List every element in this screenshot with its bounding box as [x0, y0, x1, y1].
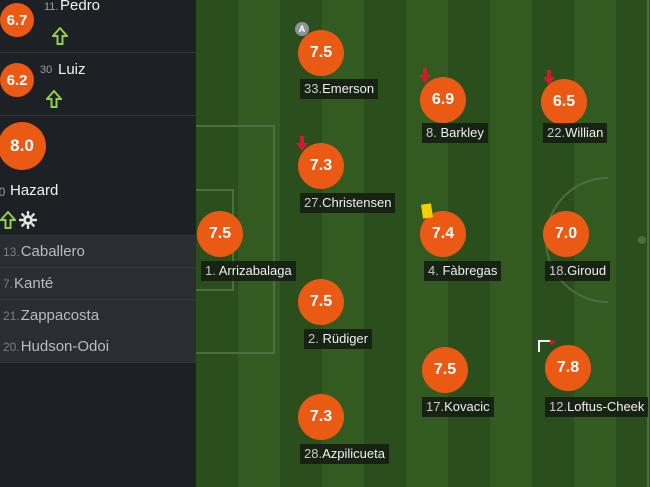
player-rating: 7.0	[543, 211, 589, 257]
captain-badge: A	[295, 22, 309, 36]
bench-player-hudson-odoi[interactable]: 20. Hudson-Odoi	[0, 331, 196, 363]
sub-player-luiz[interactable]: 6.2 30 Luiz	[0, 53, 196, 116]
player-label: 2. Rüdiger	[304, 329, 372, 349]
corner-flag-icon	[538, 339, 556, 352]
sub-out-arrow-icon	[543, 70, 555, 85]
player-name: Emerson	[322, 81, 375, 96]
player-rating: 7.5	[197, 211, 243, 257]
player-label: 12.Loftus-Cheek	[545, 397, 649, 417]
player-rating: 7.5	[422, 347, 468, 393]
player-name: Rüdiger	[322, 331, 368, 346]
player-number: 2.	[308, 331, 323, 346]
player-number: 22.	[547, 125, 566, 140]
player-rating: 6.7	[0, 3, 34, 37]
player-name: Loftus-Cheek	[567, 399, 645, 414]
player-label: 8. Barkley	[422, 123, 488, 143]
player-rating: 8.0	[0, 122, 46, 170]
player-name: Kanté	[14, 275, 54, 292]
player-number: 7.	[3, 276, 14, 291]
player-name: Kovacic	[444, 399, 490, 414]
player-name: Pedro	[60, 0, 101, 14]
sub-in-arrow-icon	[0, 211, 16, 229]
player-label: 33.Emerson	[300, 79, 379, 99]
bench-player-kante[interactable]: 7. Kanté	[0, 268, 196, 300]
player-name: Zappacosta	[20, 307, 100, 324]
player-label: 27.Christensen	[300, 193, 396, 213]
yellow-card-icon	[421, 203, 433, 219]
player-label: 22.Willian	[543, 123, 608, 143]
player-label: 1. Arrizabalaga	[201, 261, 296, 281]
player-number: 33.	[304, 81, 323, 96]
player-rating: 7.3	[298, 394, 344, 440]
football-pitch: 7.5 33.Emerson A 6.9 8. Barkley 6.5 22.W…	[196, 0, 650, 487]
player-number: 21.	[3, 308, 20, 323]
player-number: 27.	[304, 195, 323, 210]
bench-player-zappacosta[interactable]: 21. Zappacosta	[0, 300, 196, 332]
player-label: 18.Giroud	[545, 261, 611, 281]
sub-out-arrow-icon	[419, 68, 431, 83]
sub-in-arrow-icon	[46, 90, 62, 108]
player-number: 4.	[428, 263, 443, 278]
player-label: 28.Azpilicueta	[300, 444, 389, 464]
sub-out-arrow-icon	[296, 136, 308, 151]
player-number: 8.	[426, 125, 441, 140]
player-rating: 7.3	[298, 143, 344, 189]
player-rating: 6.2	[0, 63, 34, 97]
player-rating: 7.4	[420, 211, 466, 257]
player-name: Giroud	[567, 263, 607, 278]
player-number: 18.	[549, 263, 568, 278]
player-number: 10	[0, 185, 6, 199]
player-number: 20.	[3, 339, 20, 354]
player-rating: 6.9	[420, 77, 466, 123]
player-number: 30	[40, 64, 53, 76]
player-name: Azpilicueta	[322, 446, 385, 461]
player-name: Caballero	[20, 243, 85, 260]
sub-player-pedro[interactable]: 6.7 11. Pedro	[0, 0, 196, 53]
bench-player-caballero[interactable]: 13. Caballero	[0, 236, 196, 268]
player-number: 28.	[304, 446, 323, 461]
player-name: Christensen	[322, 195, 392, 210]
sub-player-hazard[interactable]: 8.0 10 Hazard	[0, 116, 196, 236]
player-number: 1.	[205, 263, 219, 278]
goal-ball-icon	[19, 211, 37, 229]
player-name: Hazard	[10, 182, 59, 199]
player-number: 11.	[44, 1, 59, 13]
player-rating: 7.5	[298, 279, 344, 325]
player-rating: 7.8	[545, 345, 591, 391]
substitutes-panel: 6.7 11. Pedro 6.2 30 Luiz 8.0 10 Hazard	[0, 0, 196, 487]
player-name: Luiz	[58, 61, 86, 78]
player-name: Arrizabalaga	[218, 263, 292, 278]
player-number: 12.	[549, 399, 568, 414]
sub-in-arrow-icon	[52, 27, 68, 45]
player-label: 17.Kovacic	[422, 397, 494, 417]
player-rating: 6.5	[541, 79, 587, 125]
player-label: 4. Fàbregas	[424, 261, 502, 281]
player-number: 17.	[426, 399, 445, 414]
player-number: 13.	[3, 244, 20, 259]
player-rating: 7.5	[298, 30, 344, 76]
player-name: Barkley	[440, 125, 484, 140]
player-name: Fàbregas	[442, 263, 498, 278]
player-name: Willian	[565, 125, 604, 140]
player-name: Hudson-Odoi	[20, 338, 110, 355]
